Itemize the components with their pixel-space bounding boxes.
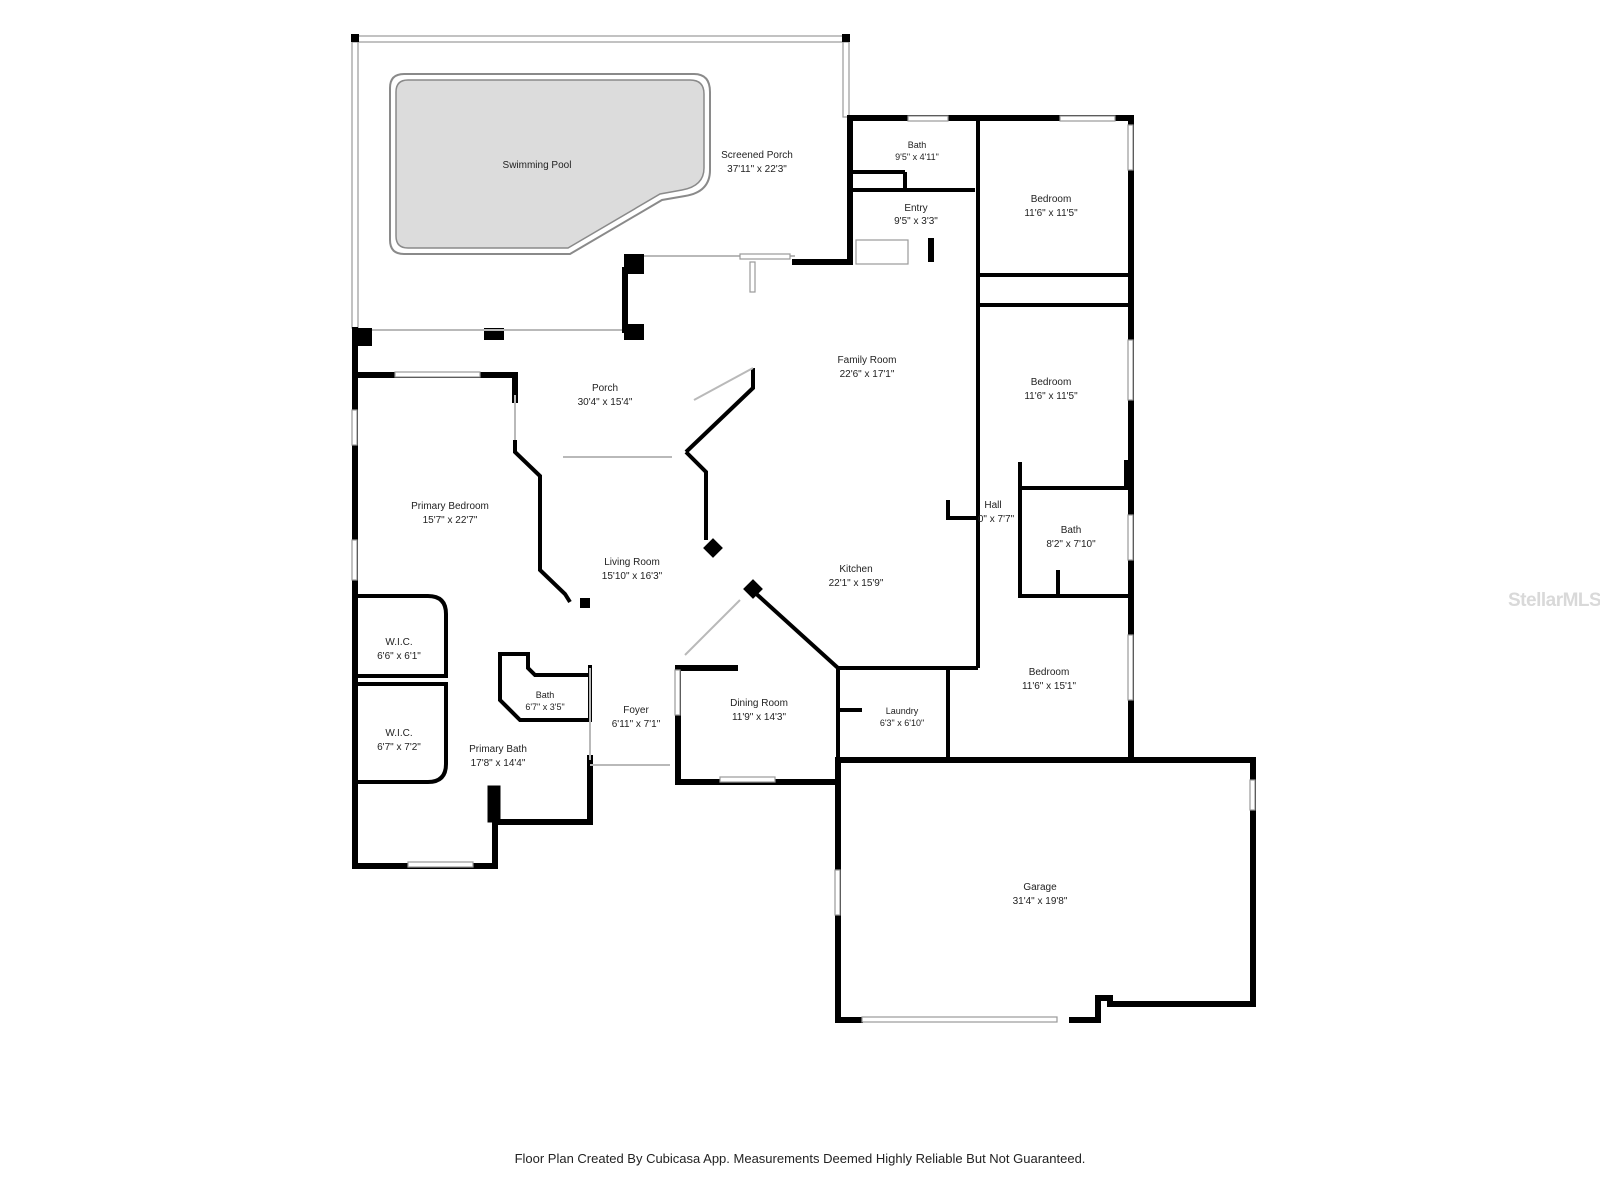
wic-1-label: W.I.C.: [385, 637, 412, 648]
entry-dims: 9'5" x 3'3": [894, 216, 938, 227]
bath-right-dims: 8'2" x 7'10": [1046, 539, 1096, 550]
primary-bath-label: Primary Bath: [469, 744, 527, 755]
screened-porch-dims: 37'11" x 22'3": [727, 164, 787, 175]
hall-label: Hall: [984, 500, 1001, 511]
room-labels: Swimming Pool Screened Porch 37'11" x 22…: [377, 140, 1096, 907]
bedroom-2-dims: 11'6" x 11'5": [1024, 391, 1078, 402]
family-room-dims: 22'6" x 17'1": [840, 369, 895, 380]
screened-porch-label: Screened Porch: [721, 150, 793, 161]
garage-label: Garage: [1023, 882, 1057, 893]
kitchen-dims: 22'1" x 15'9": [829, 578, 884, 589]
family-room-label: Family Room: [838, 355, 897, 366]
primary-bedroom-dims: 15'7" x 22'7": [423, 515, 478, 526]
dining-room-label: Dining Room: [730, 698, 788, 709]
living-room-label: Living Room: [604, 557, 660, 568]
bath-small-dims: 6'7" x 3'5": [525, 702, 564, 712]
wic-2-label: W.I.C.: [385, 728, 412, 739]
porch-label: Porch: [592, 383, 618, 394]
primary-bath-dims: 17'8" x 14'4": [471, 758, 526, 769]
wic-2-dims: 6'7" x 7'2": [377, 742, 421, 753]
laundry-dims: 6'3" x 6'10": [880, 718, 924, 728]
porch-dims: 30'4" x 15'4": [578, 397, 633, 408]
kitchen-label: Kitchen: [839, 564, 872, 575]
footer-disclaimer: Floor Plan Created By Cubicasa App. Meas…: [514, 1151, 1086, 1166]
bedroom-1-label: Bedroom: [1031, 194, 1072, 205]
hall-dims: 0" x 7'7": [978, 514, 1015, 525]
entry-label: Entry: [904, 203, 927, 214]
bedroom-3-label: Bedroom: [1029, 667, 1070, 678]
bath-top-dims: 9'5" x 4'11": [895, 152, 939, 162]
bedroom-2-label: Bedroom: [1031, 377, 1072, 388]
bath-right-label: Bath: [1061, 525, 1082, 536]
bath-top-label: Bath: [908, 140, 927, 150]
watermark: StellarMLS: [1508, 590, 1600, 611]
swimming-pool-label: Swimming Pool: [503, 160, 572, 171]
foyer-label: Foyer: [623, 705, 649, 716]
windows: [351, 115, 1256, 1023]
bedroom-3-dims: 11'6" x 15'1": [1022, 681, 1077, 692]
bedroom-1-dims: 11'6" x 11'5": [1024, 208, 1078, 219]
laundry-label: Laundry: [886, 706, 919, 716]
garage-dims: 31'4" x 19'8": [1013, 896, 1068, 907]
foyer-dims: 6'11" x 7'1": [612, 719, 661, 730]
interior-walls: [355, 118, 1131, 823]
living-room-dims: 15'10" x 16'3": [602, 571, 663, 582]
dining-room-dims: 11'9" x 14'3": [732, 712, 787, 723]
primary-bedroom-label: Primary Bedroom: [411, 501, 489, 512]
bath-small-label: Bath: [536, 690, 555, 700]
swimming-pool: [389, 73, 711, 255]
wic-1-dims: 6'6" x 6'1": [377, 651, 421, 662]
